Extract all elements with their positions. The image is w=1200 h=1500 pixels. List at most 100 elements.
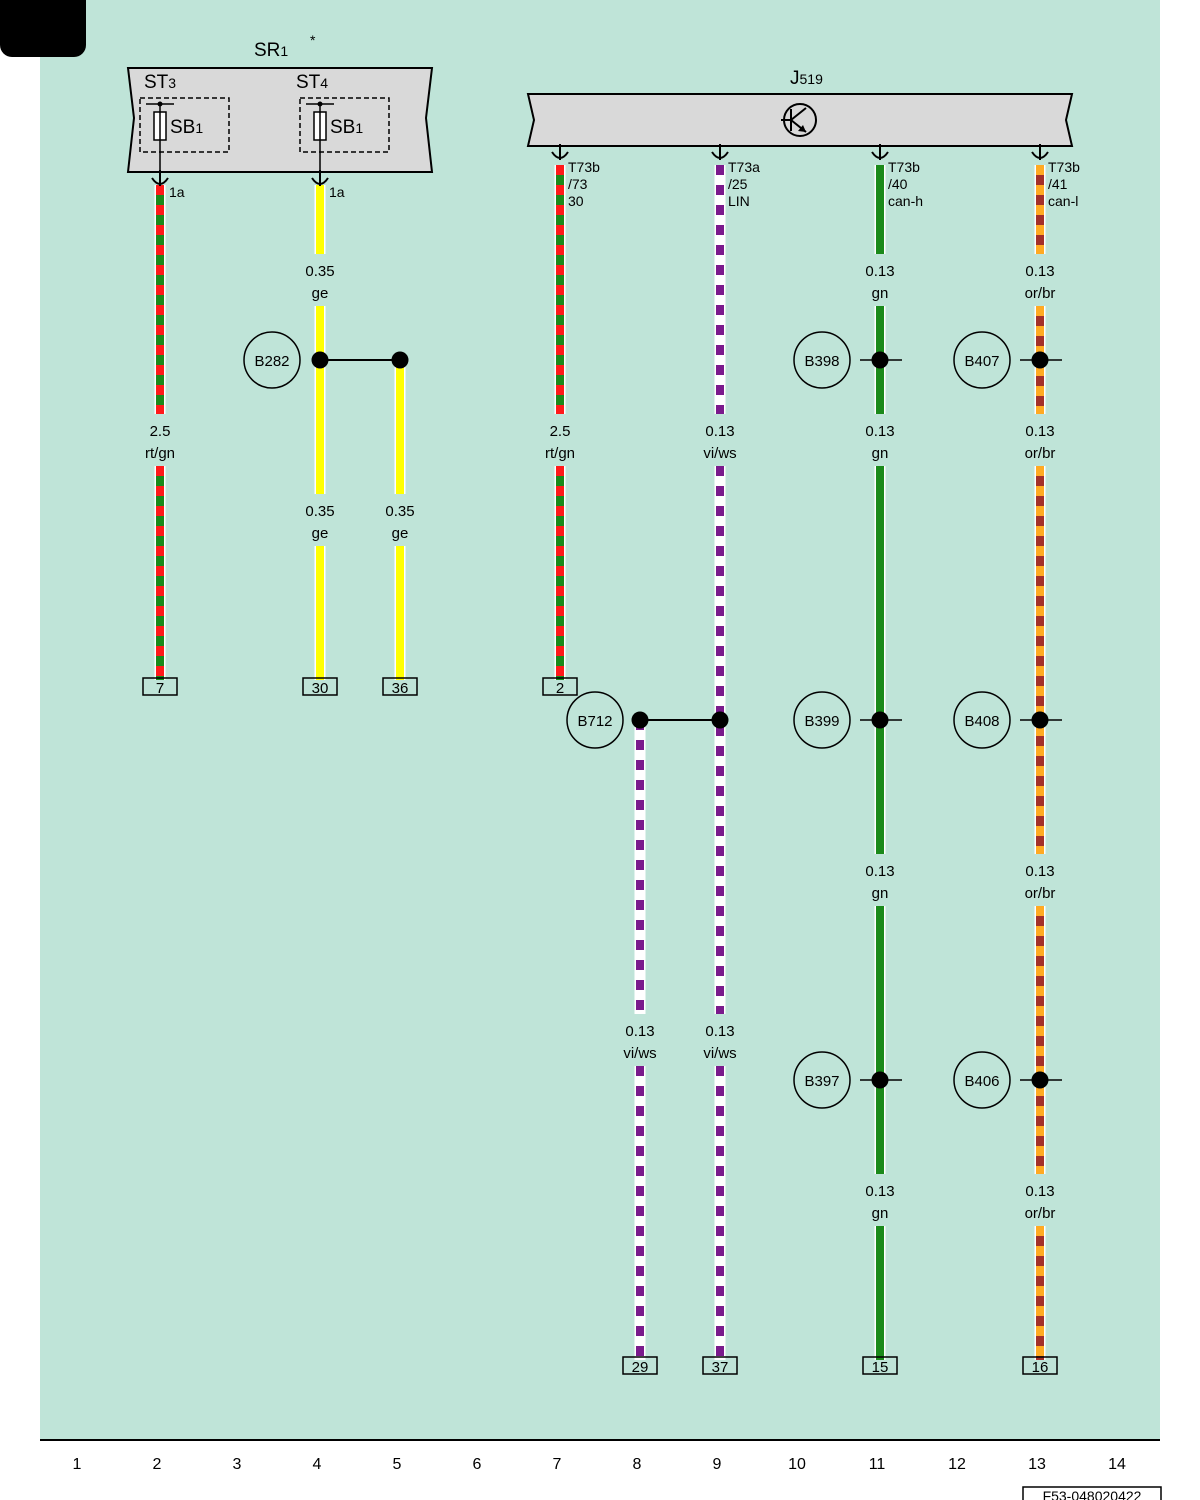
sb1-left-label: SB1 <box>170 117 203 138</box>
terminal-number: 15 <box>872 1359 889 1376</box>
wire-label-w8a: 0.13 gn <box>865 263 894 302</box>
svg-text:vi/ws: vi/ws <box>623 1045 656 1062</box>
wire-label-w1: 2.5 rt/gn <box>145 423 175 462</box>
fuse-icon <box>306 101 334 141</box>
terminal-t7[interactable]: 15 <box>862 1356 898 1376</box>
j519-label: J519 <box>790 68 823 89</box>
column-number: 1 <box>73 1456 82 1473</box>
splice-b406[interactable]: B406 <box>953 1051 1062 1109</box>
terminal-t2[interactable]: 30 <box>302 677 338 697</box>
column-number: 10 <box>788 1456 806 1473</box>
terminal-number: 36 <box>392 680 409 697</box>
connector-pin-icon <box>711 144 729 160</box>
splice-label: B397 <box>804 1073 839 1090</box>
component-j519[interactable] <box>526 93 1074 147</box>
wire-label-w3: 0.35 ge <box>385 503 414 542</box>
terminal-number: 16 <box>1032 1359 1049 1376</box>
splice-label: B282 <box>254 353 289 370</box>
wires <box>154 165 1046 1360</box>
svg-text:gn: gn <box>872 285 889 302</box>
svg-text:gn: gn <box>872 885 889 902</box>
st4-label: ST4 <box>296 72 328 93</box>
column-number: 9 <box>713 1456 722 1473</box>
svg-text:or/br: or/br <box>1025 1205 1056 1222</box>
splice-label: B398 <box>804 353 839 370</box>
svg-text:0.13: 0.13 <box>865 863 894 880</box>
terminal-number: 30 <box>312 680 329 697</box>
wire-label-w8c: 0.13 gn <box>865 863 894 902</box>
svg-text:2.5: 2.5 <box>550 423 571 440</box>
svg-text:0.13: 0.13 <box>625 1023 654 1040</box>
splice-label: B399 <box>804 713 839 730</box>
splice-label: B712 <box>577 713 612 730</box>
fuse-icon <box>146 101 174 141</box>
svg-text:ge: ge <box>392 525 409 542</box>
wire-label-w9c: 0.13 or/br <box>1025 863 1056 902</box>
svg-text:or/br: or/br <box>1025 885 1056 902</box>
column-number: 13 <box>1028 1456 1046 1473</box>
column-number: 7 <box>553 1456 562 1473</box>
sr1-label: SR1 <box>254 40 288 61</box>
terminal-t1[interactable]: 7 <box>142 677 178 697</box>
splice-label: B406 <box>964 1073 999 1090</box>
splice-b408[interactable]: B408 <box>953 691 1062 749</box>
connector-pin-icon <box>551 144 569 160</box>
terminal-t8[interactable]: 16 <box>1022 1356 1058 1376</box>
svg-text:2.5: 2.5 <box>150 423 171 440</box>
svg-text:gn: gn <box>872 1205 889 1222</box>
splice-b397[interactable]: B397 <box>793 1051 902 1109</box>
terminal-t4[interactable]: 2 <box>542 677 578 697</box>
terminal-number: 37 <box>712 1359 729 1376</box>
wire-label-w8d: 0.13 gn <box>865 1183 894 1222</box>
terminals: 7 30 36 2 29 37 15 16 <box>142 677 1058 1376</box>
connector-pin-icon <box>311 170 329 186</box>
terminal-t5[interactable]: 29 <box>622 1356 658 1376</box>
svg-text:0.13: 0.13 <box>705 1023 734 1040</box>
svg-text:0.13: 0.13 <box>865 1183 894 1200</box>
svg-text:0.35: 0.35 <box>385 503 414 520</box>
black-corner-tab <box>0 0 86 57</box>
sr1-asterisk: * <box>310 32 316 48</box>
svg-text:vi/ws: vi/ws <box>703 1045 736 1062</box>
svg-text:or/br: or/br <box>1025 445 1056 462</box>
wire-labels: 2.5rt/gn0.35ge0.35ge0.35ge2.5rt/gn0.13vi… <box>145 263 1055 1222</box>
svg-text:0.13: 0.13 <box>1025 863 1054 880</box>
splice-label: B407 <box>964 353 999 370</box>
svg-text:0.13: 0.13 <box>865 423 894 440</box>
figure-reference: F53-048020422 <box>1022 1486 1162 1500</box>
terminal-number: 2 <box>556 680 564 697</box>
wire-label-w4: 2.5rt/gn <box>545 423 575 462</box>
wire-label-w6: 0.13 vi/ws <box>623 1023 656 1062</box>
sb1-left-box <box>139 97 230 153</box>
splice-b282[interactable]: B282 <box>243 331 409 389</box>
terminal-t3[interactable]: 36 <box>382 677 418 697</box>
component-sr1[interactable] <box>126 67 434 173</box>
terminal-t6[interactable]: 37 <box>702 1356 738 1376</box>
column-number: 6 <box>473 1456 482 1473</box>
splice-b398[interactable]: B398 <box>793 331 902 389</box>
wire-label-w9d: 0.13 or/br <box>1025 1183 1056 1222</box>
column-number: 14 <box>1108 1456 1126 1473</box>
svg-text:0.13: 0.13 <box>865 263 894 280</box>
diagram-background <box>40 0 1160 1440</box>
svg-text:rt/gn: rt/gn <box>145 445 175 462</box>
splice-b712[interactable]: B712 <box>566 691 729 749</box>
svg-text:0.35: 0.35 <box>305 503 334 520</box>
column-number: 8 <box>633 1456 642 1473</box>
splice-b407[interactable]: B407 <box>953 331 1062 389</box>
splice-b399[interactable]: B399 <box>793 691 902 749</box>
svg-text:0.13: 0.13 <box>1025 1183 1054 1200</box>
svg-text:F53-048020422: F53-048020422 <box>1043 1488 1142 1500</box>
column-number: 11 <box>869 1456 886 1473</box>
column-number: 12 <box>948 1456 966 1473</box>
column-number: 2 <box>153 1456 162 1473</box>
svg-text:0.13: 0.13 <box>1025 263 1054 280</box>
